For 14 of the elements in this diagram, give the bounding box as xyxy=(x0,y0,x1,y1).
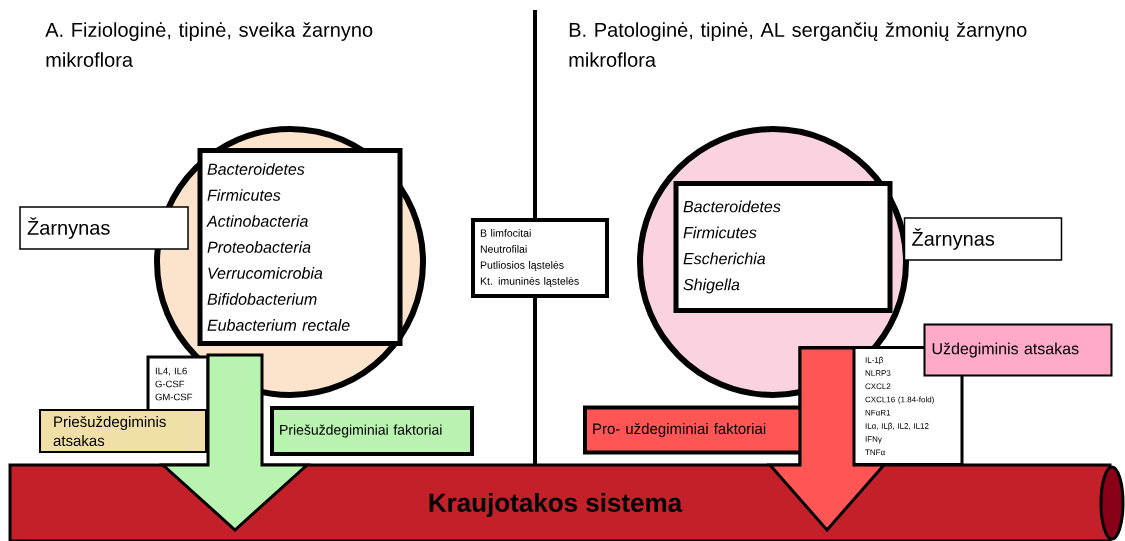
panel-title: B. Patologinė, tipinė, AL sergančių žmonių žarnyno mikroflora xyxy=(569,22,1027,67)
bacteria-box: Bacteroidetes Firmicutes Escherichia Shigella xyxy=(673,181,893,313)
block-arrow xyxy=(766,346,888,533)
factors-box: Pro- uždegiminiai faktoriai xyxy=(583,405,807,455)
label-box: Žarnynas xyxy=(903,217,1063,261)
block-arrow xyxy=(159,353,311,532)
bacteria-box: Bacteroidetes Firmicutes Actinobacteria Proteobacteria Verrucomicrobia Bifidobacterium Eubacterium rectale xyxy=(197,148,403,346)
response-box: Uždegiminis atsakas xyxy=(923,323,1113,377)
factors-box: Priešuždegiminiai faktoriai xyxy=(270,406,474,456)
response-box: Priešuždegiminis atsakas xyxy=(39,409,207,453)
immune-cells-box: B limfocitai Neutrofilai Putliosios ląstelės Kt. imuninės ląstelės xyxy=(471,218,609,298)
label-box: Žarnynas xyxy=(19,206,189,250)
cytokine-box: IL4, IL6 G-CSF GM-CSF xyxy=(146,355,210,413)
panel-title: A. Fiziologinė, tipinė, sveika žarnyno mikroflora xyxy=(45,22,373,67)
